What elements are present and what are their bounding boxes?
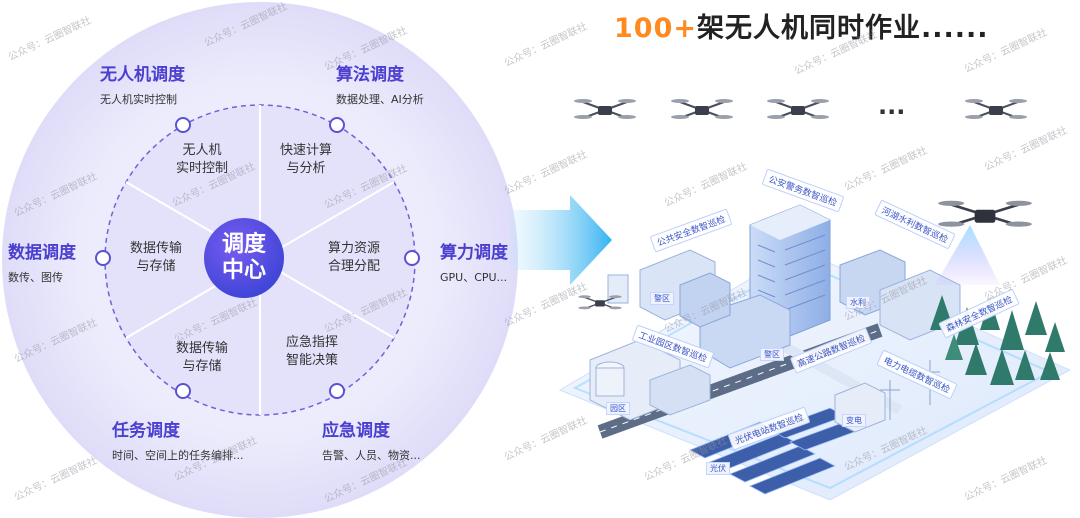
node-emergency-dispatch: 应急调度 告警、人员、物资... — [322, 421, 421, 462]
building-label: 警区 — [760, 348, 784, 361]
industrial-buildings — [589, 339, 711, 421]
forest — [930, 295, 1065, 385]
headline-text: 架无人机同时作业...... — [696, 13, 989, 44]
segment-emergency-command: 应急指挥 智能决策 — [285, 335, 338, 368]
segment-data-storage-lower: 数据传输 与存储 — [175, 341, 228, 374]
ring-dot — [329, 117, 345, 133]
segment-data-storage-left: 数据传输 与存储 — [129, 241, 182, 274]
center-node — [204, 218, 284, 298]
ring-dot — [404, 250, 420, 266]
node-compute-dispatch: 算力调度 GPU、CPU... — [440, 243, 508, 284]
node-algorithm-dispatch: 算法调度 数据处理、AI分析 — [336, 65, 424, 106]
ring-dot — [175, 117, 191, 133]
building-label: 变电 — [842, 414, 866, 427]
building-label: 园区 — [606, 402, 630, 415]
center-label: 调度 中心 — [221, 232, 266, 283]
public-safety-buildings — [607, 249, 731, 328]
node-data-dispatch: 数据调度 数传、图传 — [8, 243, 76, 284]
drone — [578, 295, 622, 310]
drone — [767, 99, 829, 119]
building-label: 光伏 — [706, 462, 730, 475]
ring-dot — [95, 250, 111, 266]
drones-ellipsis: ... — [878, 92, 906, 120]
segment-compute-allocation: 算力资源 合理分配 — [327, 241, 380, 274]
drone — [938, 200, 1032, 227]
segment-fast-compute: 快速计算 与分析 — [279, 143, 332, 176]
highway-lane — [599, 329, 881, 433]
node-drone-dispatch: 无人机调度 无人机实时控制 — [100, 65, 185, 106]
drone — [671, 99, 733, 119]
segment-drone-control: 无人机 实时控制 — [175, 143, 228, 176]
ring-dot — [175, 383, 191, 399]
node-task-dispatch: 任务调度 时间、空间上的任务编排... — [112, 421, 244, 462]
ring-dot — [329, 383, 345, 399]
headline: 100+架无人机同时作业...... — [614, 6, 989, 45]
scan-beam — [935, 225, 1000, 285]
drone — [574, 99, 636, 119]
building-label: 水利 — [846, 296, 870, 309]
ring-dots — [95, 117, 420, 399]
flow-arrow — [510, 195, 612, 285]
drone-row — [574, 99, 1032, 310]
building-label: 警区 — [650, 292, 674, 305]
drone — [965, 99, 1027, 119]
headline-number: 100+ — [614, 13, 697, 44]
